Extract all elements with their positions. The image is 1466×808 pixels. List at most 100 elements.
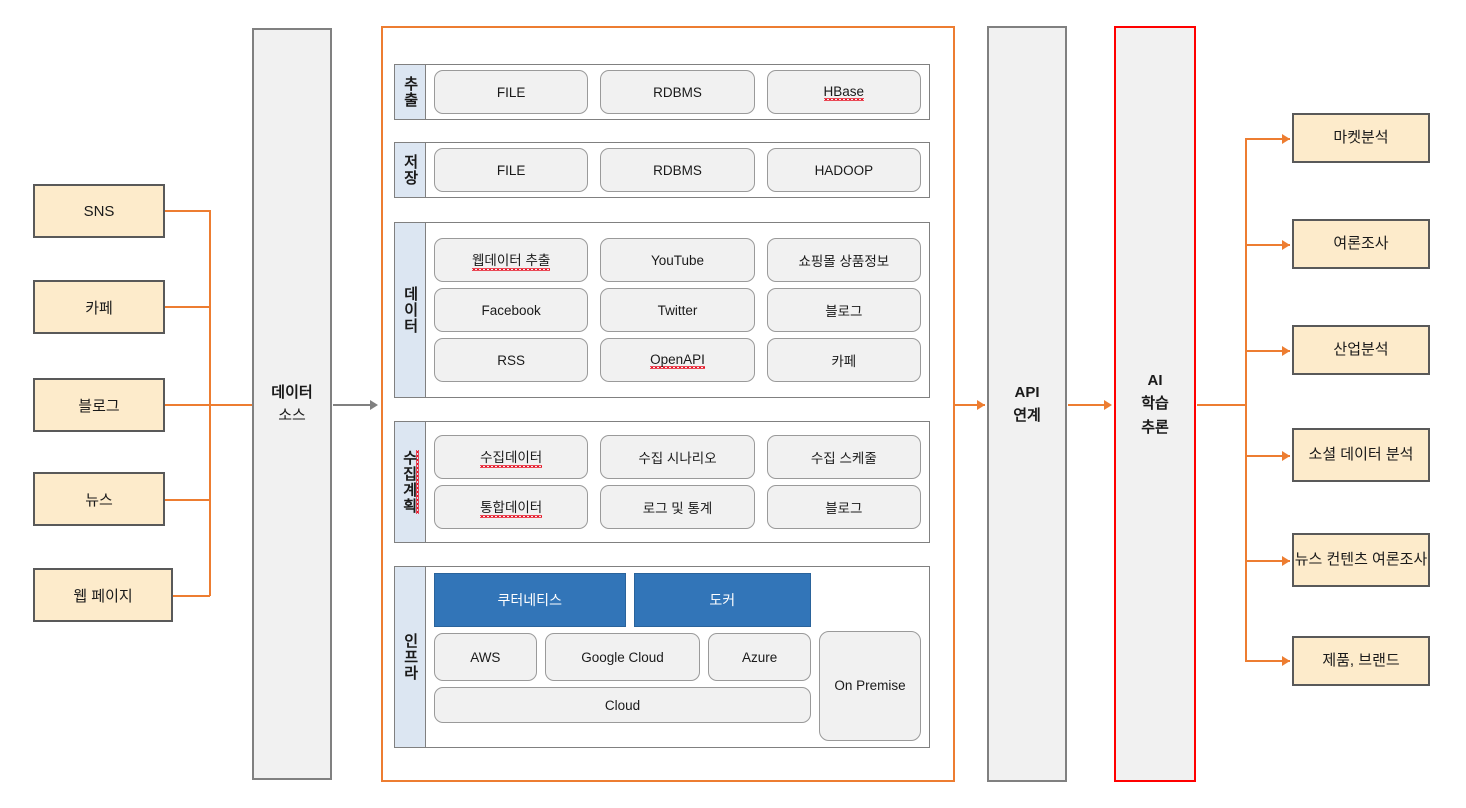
connector-out-3: [1245, 350, 1290, 352]
section-label-text: 인프라: [401, 633, 419, 681]
chip-docker[interactable]: 도커: [633, 573, 811, 627]
section-label-text: 수집계획: [400, 450, 418, 514]
source-box-sns[interactable]: SNS: [33, 184, 165, 238]
chip-label: On Premise: [834, 678, 906, 694]
pillar-line-1: AI: [1147, 372, 1163, 390]
section-body-extract: FILE RDBMS HBase: [426, 65, 929, 119]
chip-google-cloud[interactable]: Google Cloud: [544, 633, 701, 681]
source-box-webpage[interactable]: 웹 페이지: [33, 568, 173, 622]
section-label-infra: 인프라: [395, 567, 426, 747]
connector-news: [165, 499, 210, 501]
chip-label: HADOOP: [814, 162, 874, 178]
chip-blog[interactable]: 블로그: [766, 485, 921, 529]
output-label: 뉴스 컨텐츠 여론조사: [1294, 550, 1428, 568]
section-infra[interactable]: 인프라 쿠터네티스 도커 AWS Google Cloud Azure: [394, 566, 930, 748]
chip-rdbms[interactable]: RDBMS: [600, 148, 755, 192]
connector-ai-out-stem: [1197, 404, 1246, 406]
connector-out-6: [1245, 660, 1290, 662]
chip-row: RSS OpenAPI 카페: [434, 338, 921, 382]
source-box-cafe[interactable]: 카페: [33, 280, 165, 334]
connector-webpage: [173, 595, 210, 597]
chip-label: 통합데이터: [480, 496, 543, 518]
output-box-public-opinion-survey[interactable]: 여론조사: [1292, 219, 1430, 269]
connector-blog-to-pillar: [165, 404, 253, 406]
chip-label: HBase: [823, 83, 865, 99]
chip-openapi[interactable]: OpenAPI: [600, 338, 755, 382]
output-label: 마켓분석: [1333, 128, 1389, 146]
output-box-social-data-analysis[interactable]: 소셜 데이터 분석: [1292, 428, 1430, 482]
chip-row: 통합데이터 로그 및 통계 블로그: [434, 485, 921, 529]
chip-row: FILE RDBMS HADOOP: [434, 148, 921, 192]
infra-top-row: 쿠터네티스 도커: [434, 573, 811, 627]
chip-kubernetes[interactable]: 쿠터네티스: [434, 573, 626, 627]
pillar-api[interactable]: API 연계: [987, 26, 1067, 782]
pillar-line-2: 연계: [1013, 407, 1041, 424]
chip-label: 쿠터네티스: [497, 592, 562, 608]
source-label: 카페: [85, 299, 113, 317]
chip-collected-data[interactable]: 수집데이터: [434, 435, 589, 479]
chip-facebook[interactable]: Facebook: [434, 288, 589, 332]
arrow-out-3-icon: [1282, 346, 1290, 356]
chip-hbase[interactable]: HBase: [766, 70, 921, 114]
output-label: 제품, 브랜드: [1322, 651, 1400, 669]
section-label-storage: 저장: [395, 143, 426, 197]
pillar-line-1: 데이터: [271, 383, 313, 401]
output-box-industry-analysis[interactable]: 산업분석: [1292, 325, 1430, 375]
chip-integrated-data[interactable]: 통합데이터: [434, 485, 589, 529]
chip-label: RSS: [497, 352, 526, 368]
chip-row: Facebook Twitter 블로그: [434, 288, 921, 332]
chip-aws[interactable]: AWS: [434, 633, 537, 681]
pillar-data-source[interactable]: 데이터 소스: [252, 28, 332, 780]
chip-youtube[interactable]: YouTube: [600, 238, 755, 282]
section-body-data: 웹데이터 추출 YouTube 쇼핑몰 상품정보 Facebook Twitte…: [426, 223, 929, 397]
chip-label: 수집데이터: [480, 446, 543, 468]
output-box-news-content-survey[interactable]: 뉴스 컨텐츠 여론조사: [1292, 533, 1430, 587]
output-label: 산업분석: [1333, 340, 1389, 358]
pillar-line-3: 추론: [1141, 418, 1169, 436]
chip-label: Facebook: [481, 302, 541, 318]
section-extract[interactable]: 추출 FILE RDBMS HBase: [394, 64, 930, 120]
chip-collection-schedule[interactable]: 수집 스케줄: [766, 435, 921, 479]
output-box-market-analysis[interactable]: 마켓분석: [1292, 113, 1430, 163]
chip-blog[interactable]: 블로그: [766, 288, 921, 332]
chip-row: 수집데이터 수집 시나리오 수집 스케줄: [434, 435, 921, 479]
output-label: 여론조사: [1333, 234, 1389, 252]
chip-label: 도커: [709, 592, 736, 608]
chip-web-data-extract[interactable]: 웹데이터 추출: [434, 238, 589, 282]
chip-row: FILE RDBMS HBase: [434, 70, 921, 114]
arrow-source-to-platform-icon: [370, 400, 378, 410]
chip-twitter[interactable]: Twitter: [600, 288, 755, 332]
chip-shopping-mall[interactable]: 쇼핑몰 상품정보: [766, 238, 921, 282]
chip-collection-scenario[interactable]: 수집 시나리오: [600, 435, 755, 479]
source-box-news[interactable]: 뉴스: [33, 472, 165, 526]
chip-label: AWS: [470, 649, 501, 665]
infra-left-group: 쿠터네티스 도커 AWS Google Cloud Azure: [434, 573, 811, 741]
chip-log-and-statistics[interactable]: 로그 및 통계: [600, 485, 755, 529]
chip-label: 웹데이터 추출: [472, 249, 551, 271]
chip-cafe[interactable]: 카페: [766, 338, 921, 382]
chip-hadoop[interactable]: HADOOP: [766, 148, 921, 192]
source-label: SNS: [83, 202, 115, 220]
section-storage[interactable]: 저장 FILE RDBMS HADOOP: [394, 142, 930, 198]
chip-label: FILE: [496, 162, 526, 178]
chip-azure[interactable]: Azure: [708, 633, 811, 681]
pillar-line-2: 학습: [1141, 395, 1169, 413]
chip-label: Azure: [742, 649, 778, 665]
chip-file[interactable]: FILE: [434, 148, 589, 192]
section-collection-plan[interactable]: 수집계획 수집데이터 수집 시나리오 수집 스케줄 통합데이터 로그 및 통계 …: [394, 421, 930, 543]
output-box-product-brand[interactable]: 제품, 브랜드: [1292, 636, 1430, 686]
chip-rss[interactable]: RSS: [434, 338, 589, 382]
source-box-blog[interactable]: 블로그: [33, 378, 165, 432]
chip-on-premise[interactable]: On Premise: [819, 631, 921, 741]
chip-cloud[interactable]: Cloud: [434, 687, 811, 723]
section-data[interactable]: 데이터 웹데이터 추출 YouTube 쇼핑몰 상품정보 Facebook Tw…: [394, 222, 930, 398]
chip-file[interactable]: FILE: [434, 70, 589, 114]
connector-out-1: [1245, 138, 1290, 140]
arrow-out-1-icon: [1282, 134, 1290, 144]
source-label: 웹 페이지: [73, 587, 133, 605]
pillar-ai[interactable]: AI 학습 추론: [1114, 26, 1196, 782]
section-body-storage: FILE RDBMS HADOOP: [426, 143, 929, 197]
connector-sns: [165, 210, 210, 212]
chip-rdbms[interactable]: RDBMS: [600, 70, 755, 114]
connector-platform-to-api: [955, 404, 985, 406]
